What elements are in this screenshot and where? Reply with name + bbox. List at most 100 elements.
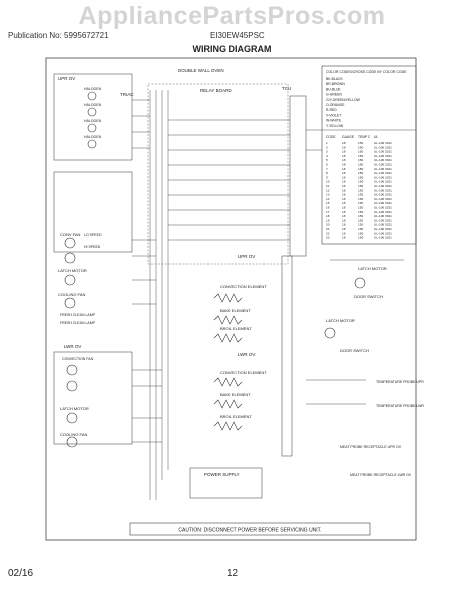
element-label: BROIL ELEMENT [220, 414, 252, 419]
wire-table-cell: 18 [342, 184, 346, 188]
latch-motor-icon [354, 277, 366, 289]
wire-table-cell: 150 [358, 154, 363, 158]
element-zigzag-icon [213, 333, 243, 343]
color-legend-items: BK-BLACKBR-BROWNBU-BLUEG-GREENG/Y-GREEN/… [326, 77, 361, 128]
temp-probe-upr-label: TEMPERATURE PROBE UPR [376, 380, 424, 384]
wire-table-header: CODE [326, 135, 336, 139]
element-zigzag-icon [213, 399, 243, 409]
halogen-lamp-icon [87, 91, 97, 101]
wire-table-cell: UL-106 3321 [374, 231, 392, 235]
wire-table-cell: 150 [358, 180, 363, 184]
wire-table-cell: 16 [326, 206, 330, 210]
wire-table-cell: 18 [342, 197, 346, 201]
wire-table-cell: UL-106 3321 [374, 150, 392, 154]
triac-label: TRIAC [120, 92, 134, 97]
wire-table-cell: 1 [326, 141, 328, 145]
wire-table-cell: 150 [358, 201, 363, 205]
color-legend-item: O-ORANGE [326, 103, 345, 107]
wire-table-cell: 18 [342, 231, 346, 235]
wire-table-cell: 11 [326, 184, 329, 188]
conv-fan-label: CONV FAN [60, 232, 81, 237]
wire-table-cell: 18 [342, 223, 346, 227]
latch-motor-label: LATCH MOTOR [60, 406, 89, 411]
wire-table-cell: 18 [342, 227, 346, 231]
latch-motor-upper-label: LATCH MOTOR [358, 266, 387, 271]
heating-elements: UPR OV CONVECTION ELEMENT BAKE ELEMENT B… [213, 254, 267, 431]
color-legend-item: BR-BROWN [326, 82, 345, 86]
wire-table-cell: 18 [342, 214, 346, 218]
caution-box [129, 522, 371, 536]
wire-table-cell: 150 [358, 145, 363, 149]
wire-table-cell: 150 [358, 158, 363, 162]
color-legend-item: R-RED [326, 108, 337, 112]
footer-page-number: 12 [227, 568, 239, 579]
cooling-fan-icon [64, 297, 76, 309]
wire-table-cell: 150 [358, 163, 363, 167]
wire-table-cell: UL-106 3321 [374, 154, 392, 158]
wire-table-cell: 18 [342, 175, 346, 179]
wire-table-cell: UL-106 3321 [374, 188, 392, 192]
color-legend-item: G/Y-GREEN/YELLOW [326, 98, 361, 102]
color-legend-item: BK-BLACK [326, 77, 344, 81]
wire-table-cell: 18 [342, 188, 346, 192]
wire-table-cell: 18 [342, 193, 346, 197]
fresh-clean-label: FRESH CLEAN LAMP [60, 321, 96, 325]
halogen-lamp-icon [87, 123, 97, 133]
wire-table-cell: 18 [342, 141, 346, 145]
wire-table-cell: UL-106 3321 [374, 167, 392, 171]
wire-table-cell: 13 [326, 193, 330, 197]
element-zigzag-icon [213, 315, 243, 325]
wire-table-cell: 18 [342, 145, 346, 149]
footer-date: 02/16 [8, 568, 34, 579]
element-zigzag-icon [213, 293, 243, 303]
halogen-label: HALOGEN [84, 87, 102, 91]
wire-table-cell: 18 [342, 154, 346, 158]
wire-table-cell: UL-106 3321 [374, 201, 392, 205]
wire-table-cell: 150 [358, 231, 363, 235]
cooling-fan-label: COOLING FAN [58, 292, 85, 297]
power-supply-box [189, 467, 263, 499]
power-supply: POWER SUPPLY [189, 467, 263, 499]
wire-table-cell: 19 [326, 218, 330, 222]
model-number: EI30EW45PSC [210, 31, 265, 40]
element-label: BROIL ELEMENT [220, 326, 252, 331]
wire-table-cell: 3 [326, 150, 328, 154]
wire-table-cell: 18 [342, 201, 346, 205]
tcu-label: TCU [282, 86, 291, 91]
publication-number: Publication No: 5995672721 [8, 31, 109, 40]
watermark-brand: AppliancePartsPros.com [78, 2, 386, 30]
door-switch-lower-label: DOOR SWITCH [340, 348, 369, 353]
latch-motor-icon [66, 412, 78, 424]
wire-table-cell: 150 [358, 197, 363, 201]
lwr-ov-box [53, 351, 133, 445]
conv-fan-icon [64, 237, 76, 249]
wire-table-cell: 7 [326, 167, 328, 171]
relay-board-frame [147, 83, 289, 265]
wire-table-cell: 18 [342, 206, 346, 210]
wire-table-cell: 18 [342, 236, 346, 240]
wire-table-cell: 18 [342, 218, 346, 222]
wire-table-cell: 150 [358, 236, 363, 240]
hi-speed-label: HI SPEED [84, 245, 101, 249]
wire-table-cell: 150 [358, 193, 363, 197]
wire-table-cell: 150 [358, 141, 363, 145]
color-legend-item: G-GREEN [326, 93, 342, 97]
latch-motor-label: LATCH MOTOR [58, 268, 87, 273]
convection-fan-icon [66, 364, 78, 376]
wire-table-cell: UL-106 3321 [374, 206, 392, 210]
halogen-lamp-icon [87, 139, 97, 149]
wire-table-header: TEMP C [358, 135, 371, 139]
wire-table-cell: 5 [326, 158, 328, 162]
latch-motor-icon [64, 274, 76, 286]
wire-table-cell: 150 [358, 218, 363, 222]
latch-motor-lower-label: LATCH MOTOR [326, 318, 355, 323]
wire-table-cell: 150 [358, 167, 363, 171]
convection-fan-icon [66, 380, 78, 392]
latch-motor-icon [324, 327, 336, 339]
wire-table-cell: 2 [326, 145, 328, 149]
wire-table-cell: 18 [342, 210, 346, 214]
wire-table-cell: UL-106 3321 [374, 180, 392, 184]
power-supply-label: POWER SUPPLY [204, 472, 240, 477]
halogen-label: HALOGEN [84, 119, 102, 123]
element-zigzag-icon [213, 421, 243, 431]
